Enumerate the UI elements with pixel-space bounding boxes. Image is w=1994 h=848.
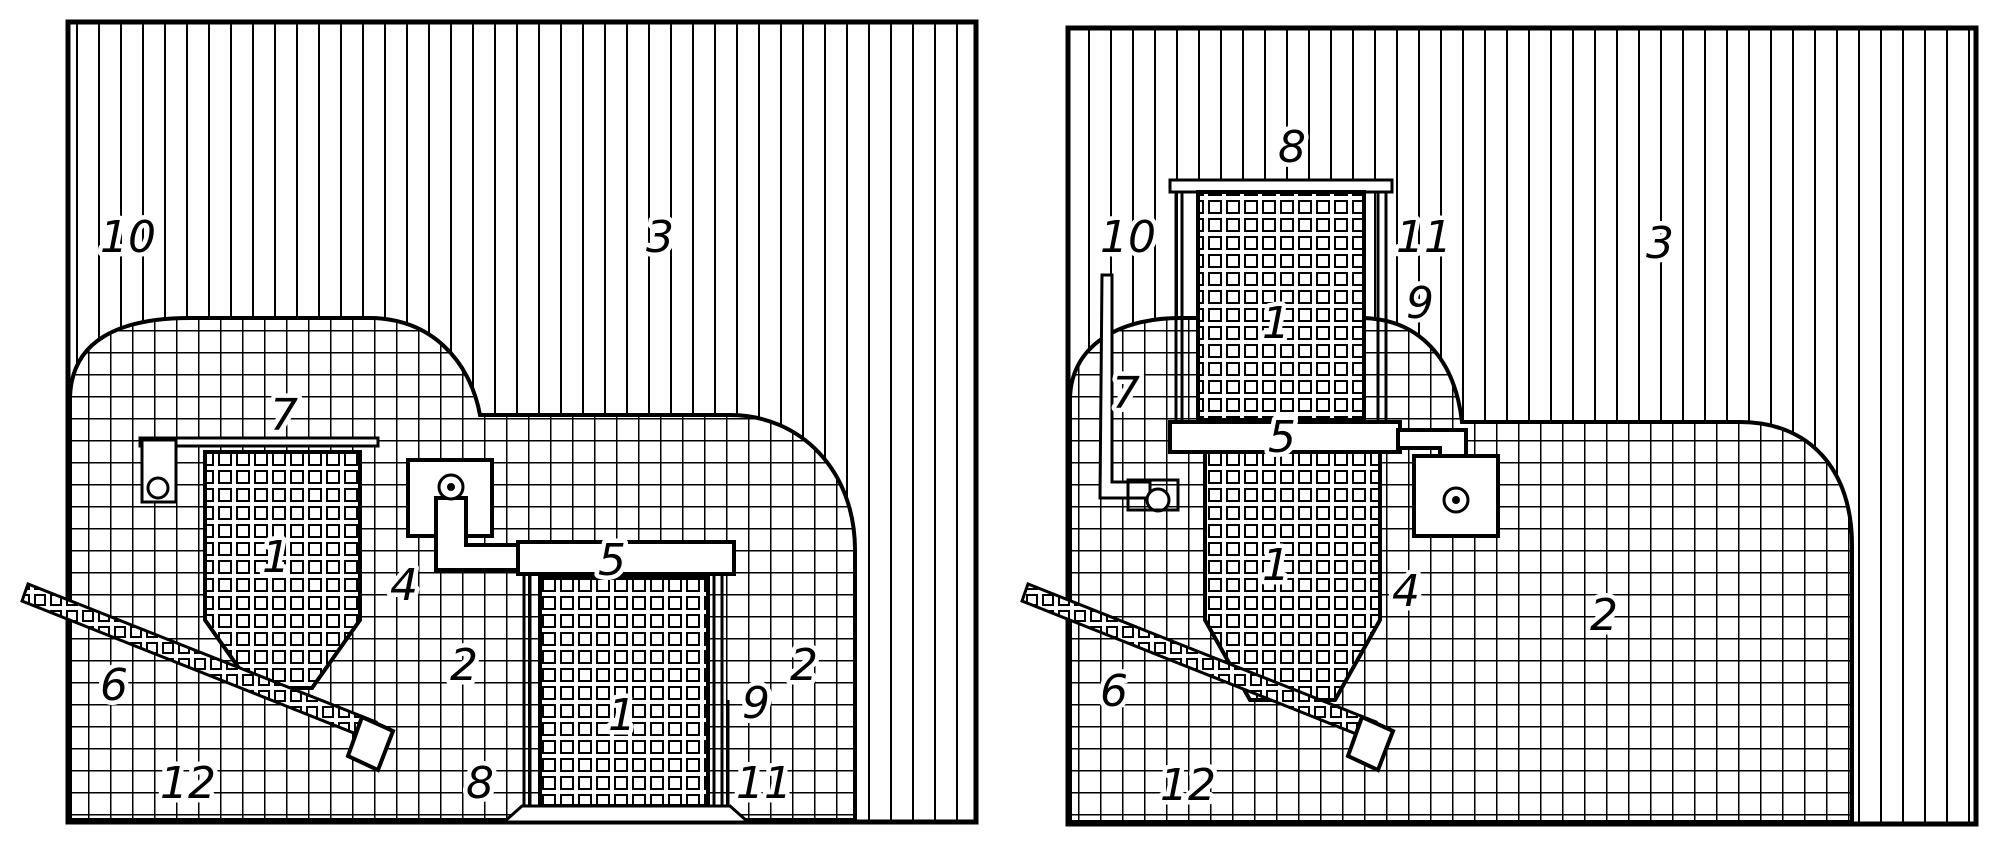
label-3: 3 (646, 212, 674, 263)
label-1b: 1 (1262, 540, 1290, 591)
label-6: 6 (1100, 666, 1128, 717)
conveyor-6 (20, 582, 396, 773)
rail-7-assembly (1098, 273, 1180, 513)
label-5: 5 (1268, 412, 1296, 463)
right-panel: 8 10 11 3 9 1 7 5 1 4 2 6 12 (1020, 25, 1979, 827)
label-12: 12 (160, 758, 216, 809)
label-9: 9 (742, 678, 770, 729)
beam-5 (516, 540, 736, 576)
label-1: 1 (262, 532, 290, 583)
conveyor-6 (1020, 582, 1396, 773)
label-2a: 2 (450, 640, 478, 691)
hopper-1-lower (1203, 450, 1382, 702)
label-4: 4 (390, 560, 418, 611)
label-4: 4 (1392, 566, 1420, 617)
label-8: 8 (1278, 122, 1306, 173)
hoist-pulley-hub (447, 483, 455, 491)
label-7: 7 (270, 390, 298, 441)
label-11: 11 (736, 758, 792, 809)
right-labels: 8 10 11 3 9 1 7 5 1 4 2 6 12 (1096, 118, 1679, 816)
label-5: 5 (598, 535, 626, 586)
label-9: 9 (1406, 278, 1434, 329)
container-1 (538, 576, 710, 808)
label-11: 11 (1396, 212, 1452, 263)
winch-bracket (1126, 478, 1180, 512)
left-panel: 10 3 7 1 5 4 2 2 6 1 9 12 8 11 (20, 19, 979, 825)
label-7: 7 (1112, 368, 1140, 419)
label-12: 12 (1160, 760, 1216, 811)
label-10: 10 (100, 212, 156, 263)
lifting-unit-4 (1396, 428, 1500, 538)
winch-box (140, 438, 178, 504)
conveyor-drive-box (1345, 714, 1396, 773)
rail-7 (1098, 273, 1152, 500)
label-1b: 1 (608, 690, 636, 741)
winch-pulley (1145, 487, 1171, 513)
hopper-1 (203, 450, 362, 690)
label-2b: 2 (790, 640, 818, 691)
label-2: 2 (1590, 590, 1618, 641)
label-8: 8 (466, 758, 494, 809)
conveyor-drive-box (345, 714, 396, 773)
hoist-pulley-hub (1452, 496, 1460, 504)
label-3: 3 (1646, 218, 1674, 269)
label-6: 6 (100, 660, 128, 711)
container-base (500, 804, 752, 824)
hopper-assembly (138, 436, 380, 690)
lifting-unit-4 (406, 458, 522, 572)
winch-pulley (146, 476, 170, 500)
label-1a: 1 (1262, 298, 1290, 349)
container-assembly (500, 574, 752, 824)
left-labels: 10 3 7 1 5 4 2 2 6 1 9 12 8 11 (96, 208, 823, 814)
label-10: 10 (1100, 212, 1156, 263)
rail-7 (138, 436, 380, 448)
